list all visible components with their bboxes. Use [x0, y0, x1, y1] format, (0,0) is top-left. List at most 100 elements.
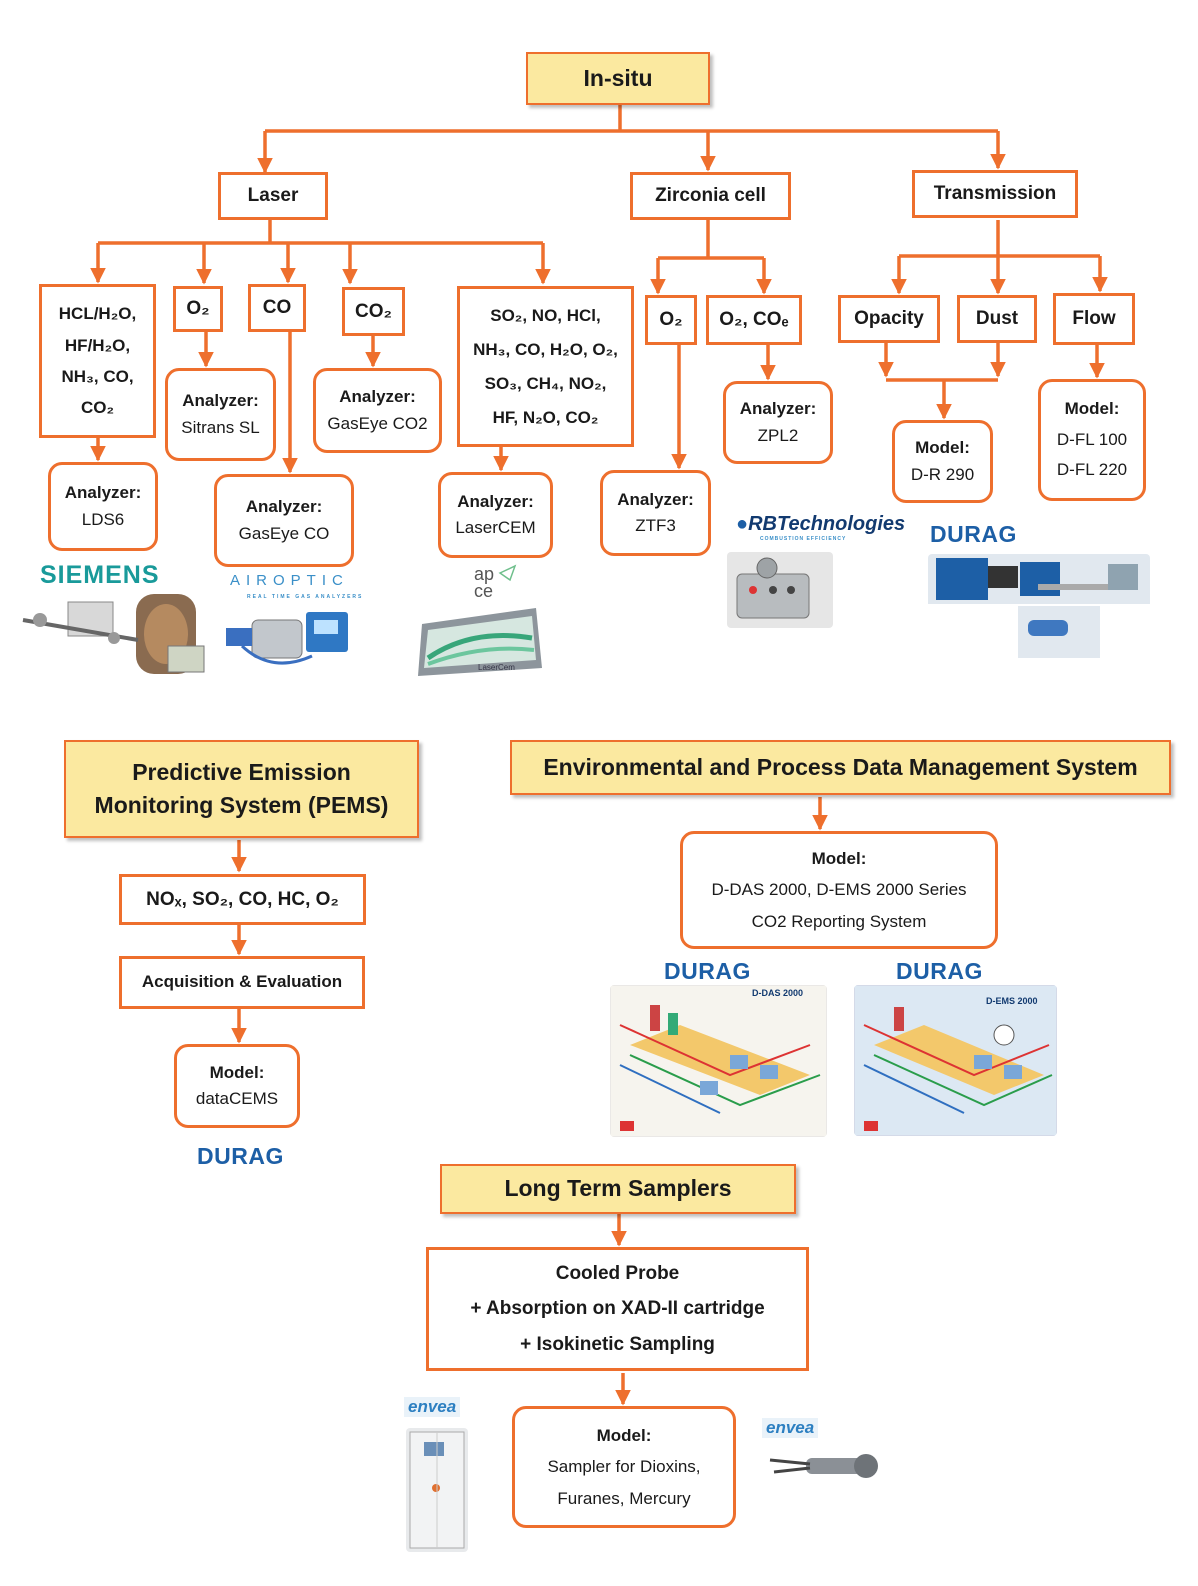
- pems-gases: NOₓ, SO₂, CO, HC, O₂: [146, 888, 339, 910]
- model-head: Model:: [596, 1425, 652, 1445]
- gas-line: NH₃, CO,: [61, 367, 134, 386]
- model-head: Model:: [915, 438, 970, 458]
- measure-label: Flow: [1072, 308, 1116, 330]
- model-head: Model:: [1064, 399, 1120, 419]
- analyzer-head: Analyzer:: [245, 497, 323, 517]
- pems-gases-box: NOₓ, SO₂, CO, HC, O₂: [119, 874, 366, 925]
- rbt-tagline: COMBUSTION EFFICIENCY: [760, 536, 847, 542]
- envea-cabinet-photo: [406, 1428, 468, 1552]
- analyzer-name: ZTF3: [635, 516, 676, 535]
- gas-label: CO: [262, 297, 292, 319]
- lasercem-product-photo: LaserCem: [412, 598, 546, 682]
- analyzer-ztf3: Analyzer: ZTF3: [600, 470, 711, 556]
- analyzer-head: Analyzer:: [457, 491, 534, 511]
- model-ddas-dems: Model: D-DAS 2000, D-EMS 2000 Series CO2…: [680, 831, 998, 949]
- rbt-wordmark: RBTechnologies: [748, 513, 906, 535]
- gas-line: HF, N₂O, CO₂: [492, 407, 599, 427]
- rbt-product-photo: [727, 552, 833, 628]
- model-line: D-FL 220: [1056, 460, 1128, 480]
- gas-line: NH₃, CO, H₂O, O₂,: [473, 339, 618, 359]
- epdms-title: Environmental and Process Data Managemen…: [543, 753, 1138, 780]
- analyzer-head: Analyzer:: [182, 391, 259, 411]
- durag-transmission-photo: [928, 554, 1150, 658]
- laser-multigas-box: SO₂, NO, HCl, NH₃, CO, H₂O, O₂, SO₃, CH₄…: [457, 286, 634, 447]
- pems-header: Predictive Emission Monitoring System (P…: [64, 740, 419, 838]
- acquisition-box: Acquisition & Evaluation: [119, 956, 365, 1009]
- probe-line: + Isokinetic Sampling: [520, 1333, 715, 1355]
- gas-line: HF/H₂O,: [64, 335, 131, 355]
- analyzer-gaseye-co2: Analyzer: GasEye CO2: [313, 368, 442, 453]
- model-datacems: Model: dataCEMS: [174, 1044, 300, 1128]
- model-dr290: Model: D-R 290: [892, 420, 993, 503]
- analyzer-zpl2: Analyzer: ZPL2: [723, 381, 833, 464]
- pems-title-line2: Monitoring System (PEMS): [94, 792, 389, 818]
- cooled-probe-box: Cooled Probe + Absorption on XAD-II cart…: [426, 1247, 809, 1371]
- ddas-system-diagram: [610, 985, 827, 1137]
- airoptic-product-photo: [222, 604, 354, 668]
- analyzer-head: Analyzer:: [617, 489, 694, 509]
- dust-box: Dust: [957, 295, 1037, 343]
- probe-line: + Absorption on XAD-II cartridge: [470, 1298, 765, 1320]
- dems-image-label: D-EMS 2000: [986, 996, 1038, 1006]
- laser-o2-box: O₂: [173, 286, 223, 332]
- gas-label: O₂: [186, 298, 210, 320]
- laser-gas-group-1: HCL/H₂O, HF/H₂O, NH₃, CO, CO₂: [39, 284, 156, 438]
- transmission-box: Transmission: [912, 170, 1078, 218]
- analyzer-head: Analyzer:: [64, 483, 142, 503]
- model-line: D-FL 100: [1056, 429, 1128, 449]
- analyzer-name: LaserCEM: [455, 518, 536, 537]
- envea-logo-left: envea: [404, 1397, 461, 1417]
- analyzer-sitrans: Analyzer: Sitrans SL: [165, 368, 276, 461]
- opacity-box: Opacity: [838, 295, 940, 343]
- analyzer-gaseye-co: Analyzer: GasEye CO: [214, 474, 354, 567]
- lts-title: Long Term Samplers: [504, 1175, 732, 1202]
- model-name: D-R 290: [910, 464, 975, 484]
- siemens-product-photo: [18, 590, 218, 682]
- zirconia-o2co-box: O₂, COₑ: [706, 295, 802, 345]
- flow-box: Flow: [1053, 293, 1135, 345]
- ape-logo: ap ce: [474, 564, 495, 602]
- analyzer-name: LDS6: [81, 509, 125, 529]
- zirconia-box: Zirconia cell: [630, 172, 791, 220]
- dems-system-diagram: [854, 985, 1057, 1136]
- transmission-title: Transmission: [933, 183, 1057, 205]
- gas-label: O₂: [659, 309, 683, 331]
- epdms-header: Environmental and Process Data Managemen…: [510, 740, 1171, 795]
- model-line: CO2 Reporting System: [751, 911, 927, 931]
- model-dfl: Model: D-FL 100 D-FL 220: [1038, 379, 1146, 501]
- lts-header: Long Term Samplers: [440, 1164, 796, 1214]
- gas-line: CO₂: [80, 398, 115, 418]
- airoptic-tagline: REAL TIME GAS ANALYZERS: [247, 594, 364, 600]
- durag-logo-ddas: DURAG: [664, 958, 751, 984]
- laser-co-box: CO: [248, 284, 306, 332]
- model-head: Model:: [811, 848, 867, 868]
- model-sampler: Model: Sampler for Dioxins, Furanes, Mer…: [512, 1406, 736, 1528]
- gas-label: O₂, COₑ: [719, 309, 789, 331]
- rbtechnologies-logo: ●RBTechnologies: [736, 513, 905, 536]
- model-line: D-DAS 2000, D-EMS 2000 Series: [711, 880, 967, 900]
- analyzer-name: Sitrans SL: [181, 417, 260, 437]
- analyzer-head: Analyzer:: [339, 387, 416, 407]
- model-line: Furanes, Mercury: [557, 1488, 691, 1508]
- gas-line: SO₂, NO, HCl,: [490, 305, 601, 325]
- analyzer-lds6: Analyzer: LDS6: [48, 462, 158, 551]
- ape-leaf-icon: [498, 564, 517, 582]
- airoptic-logo: AIROPTIC: [230, 572, 349, 589]
- durag-logo-pems: DURAG: [197, 1143, 284, 1169]
- rbt-drop-icon: ●: [736, 513, 749, 535]
- zirconia-title: Zirconia cell: [655, 185, 766, 207]
- laser-co2-box: CO₂: [342, 287, 405, 336]
- analyzer-name: ZPL2: [757, 425, 799, 445]
- lasercem-label: LaserCem: [478, 663, 515, 672]
- laser-box: Laser: [218, 172, 328, 220]
- gas-line: SO₃, CH₄, NO₂,: [484, 373, 607, 393]
- acquisition-label: Acquisition & Evaluation: [141, 972, 343, 992]
- analyzer-name: GasEye CO: [238, 523, 330, 543]
- durag-logo-dems: DURAG: [896, 958, 983, 984]
- analyzer-lasercem: Analyzer: LaserCEM: [438, 472, 553, 558]
- ddas-image-label: D-DAS 2000: [752, 988, 804, 998]
- gas-line: HCL/H₂O,: [58, 304, 137, 324]
- analyzer-head: Analyzer:: [739, 399, 817, 419]
- analyzer-name: GasEye CO2: [327, 413, 428, 433]
